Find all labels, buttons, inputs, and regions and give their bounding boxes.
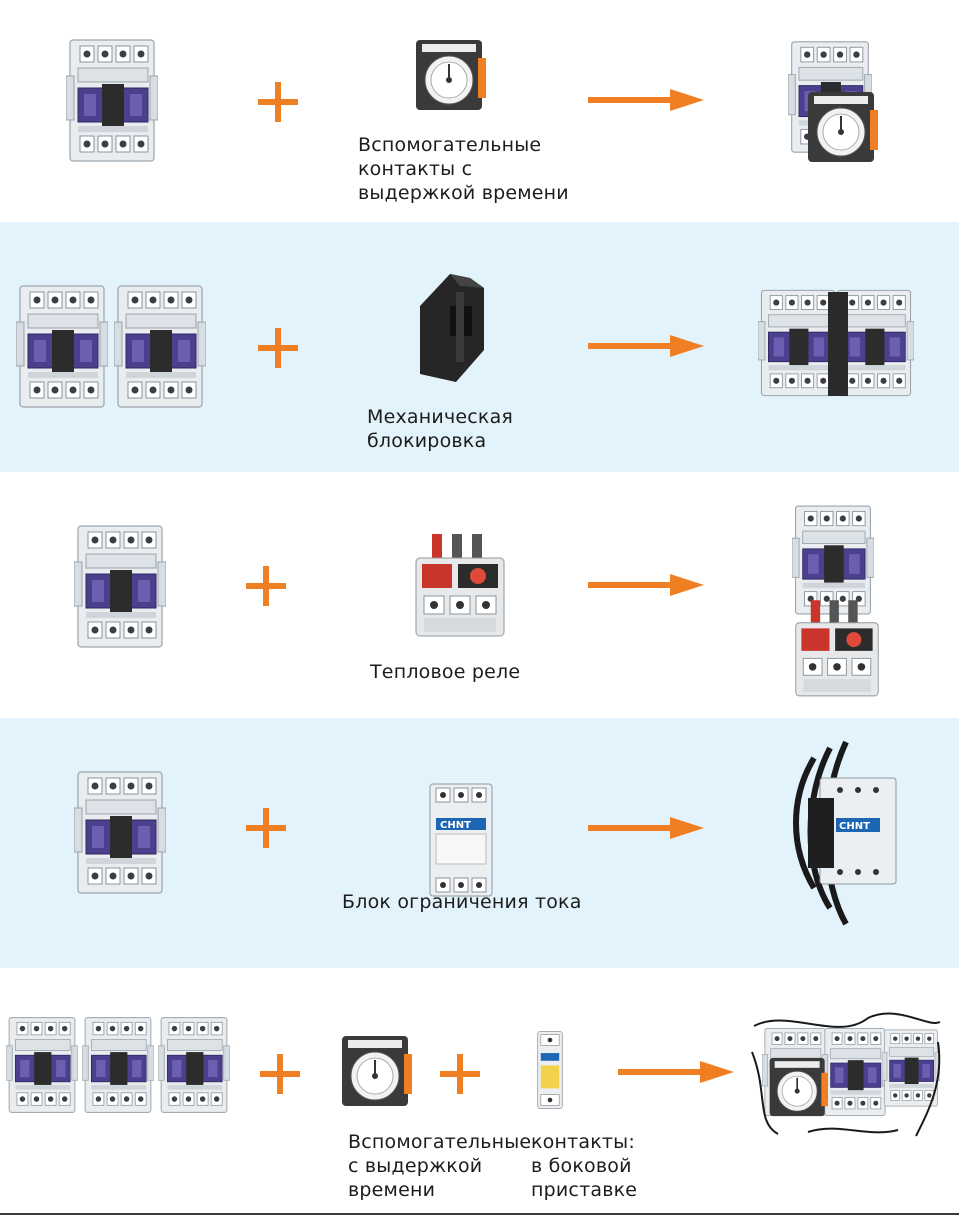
right-arrow-icon xyxy=(588,573,704,597)
result-contactor-with-thermal-relay xyxy=(792,504,884,704)
right-arrow-icon xyxy=(588,334,704,358)
contactor-image xyxy=(66,38,158,163)
contactor-image xyxy=(158,1016,230,1114)
result-contactor-with-timer xyxy=(788,40,892,160)
plus-icon xyxy=(244,564,288,608)
row-2: Механическая блокировка xyxy=(0,222,959,472)
plus-icon xyxy=(256,80,300,124)
caption-aux-time-delay: Вспомогательные с выдержкой времени xyxy=(348,1131,532,1201)
plus-icon xyxy=(256,326,300,370)
side-auxiliary-contact-image xyxy=(532,1030,568,1110)
row-4: Блок ограничения тока xyxy=(0,718,959,968)
contactor-image xyxy=(114,284,206,409)
row-5: Вспомогательные с выдержкой времени конт… xyxy=(0,968,959,1213)
caption-mechanical-interlock: Механическая блокировка xyxy=(367,406,514,452)
mechanical-interlock-image xyxy=(410,266,490,386)
result-star-delta-assembly xyxy=(748,1012,944,1142)
time-delay-block-image xyxy=(414,38,486,112)
caption-current-limiting-block: Блок ограничения тока xyxy=(342,891,582,913)
row-3: Тепловое реле xyxy=(0,472,959,718)
caption-time-delay-contacts: Вспомогательные контакты с выдержкой вре… xyxy=(358,134,569,204)
bottom-divider xyxy=(0,1213,959,1215)
contactor-image xyxy=(74,770,166,895)
contactor-image xyxy=(16,284,108,409)
plus-icon xyxy=(258,1052,302,1096)
plus-icon xyxy=(244,806,288,850)
contactor-image xyxy=(82,1016,154,1114)
right-arrow-icon xyxy=(618,1060,734,1084)
plus-icon xyxy=(438,1052,482,1096)
right-arrow-icon xyxy=(588,88,704,112)
current-limiting-block-image xyxy=(428,782,494,898)
contactor-image xyxy=(74,524,166,649)
row-1: Вспомогательные контакты с выдержкой вре… xyxy=(0,0,959,222)
thermal-relay-image xyxy=(412,534,508,638)
result-reversing-assembly xyxy=(758,284,918,414)
contactor-image xyxy=(6,1016,78,1114)
right-arrow-icon xyxy=(588,816,704,840)
time-delay-block-image xyxy=(340,1034,412,1108)
caption-aux-side-contacts: контакты: в боковой приставке xyxy=(531,1131,638,1201)
caption-thermal-relay: Тепловое реле xyxy=(370,661,521,683)
capacitor-contactor-image xyxy=(784,738,904,928)
